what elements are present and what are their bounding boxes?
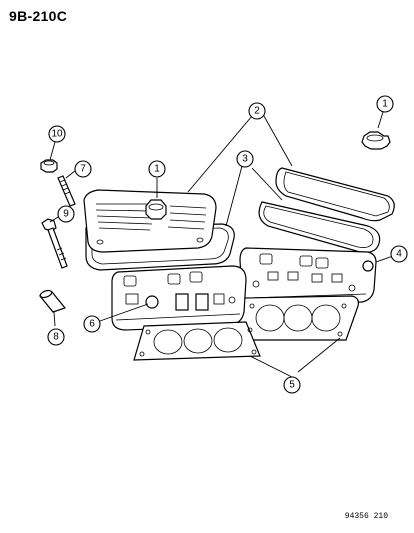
oil-filler-cap-right — [361, 131, 391, 150]
drawing-id: 94356 210 — [344, 512, 388, 521]
valve-cover-right — [275, 167, 395, 222]
cylinder-head-left — [111, 265, 247, 331]
head-gasket-left — [133, 321, 261, 361]
callout-7-label: 7 — [80, 164, 86, 175]
cylinder-head-right — [239, 247, 377, 307]
callout-9-label: 9 — [63, 209, 69, 220]
callout-8: 8 — [47, 328, 65, 346]
nut-part — [40, 159, 58, 173]
callout-1-left-cover: 1 — [148, 160, 166, 178]
callout-2: 2 — [248, 102, 266, 120]
valve-cover-left — [83, 189, 217, 253]
callout-6: 6 — [83, 315, 101, 333]
leader-lines — [49, 111, 397, 378]
callout-6-label: 6 — [89, 319, 95, 330]
dowel-sleeve-part — [38, 289, 67, 313]
callout-7: 7 — [74, 160, 92, 178]
callout-10: 10 — [48, 125, 66, 143]
callout-1-top-right: 1 — [376, 95, 394, 113]
head-gasket-right — [231, 295, 359, 341]
callout-3-label: 3 — [242, 154, 248, 165]
callout-4-label: 4 — [396, 249, 402, 260]
callout-2-label: 2 — [254, 106, 260, 117]
callout-4: 4 — [390, 245, 408, 263]
head-bolt-part — [41, 218, 68, 269]
callout-3: 3 — [236, 150, 254, 168]
callout-5-label: 5 — [289, 380, 295, 391]
callout-10-label: 10 — [51, 129, 63, 140]
callout-9: 9 — [57, 205, 75, 223]
callout-1-label: 1 — [382, 99, 388, 110]
valve-cover-gasket-right — [258, 201, 381, 253]
callout-8-label: 8 — [53, 332, 59, 343]
page-code: 9B-210C — [9, 8, 68, 24]
callout-5: 5 — [283, 376, 301, 394]
callout-1-label: 1 — [154, 164, 160, 175]
stud-part — [57, 175, 76, 207]
